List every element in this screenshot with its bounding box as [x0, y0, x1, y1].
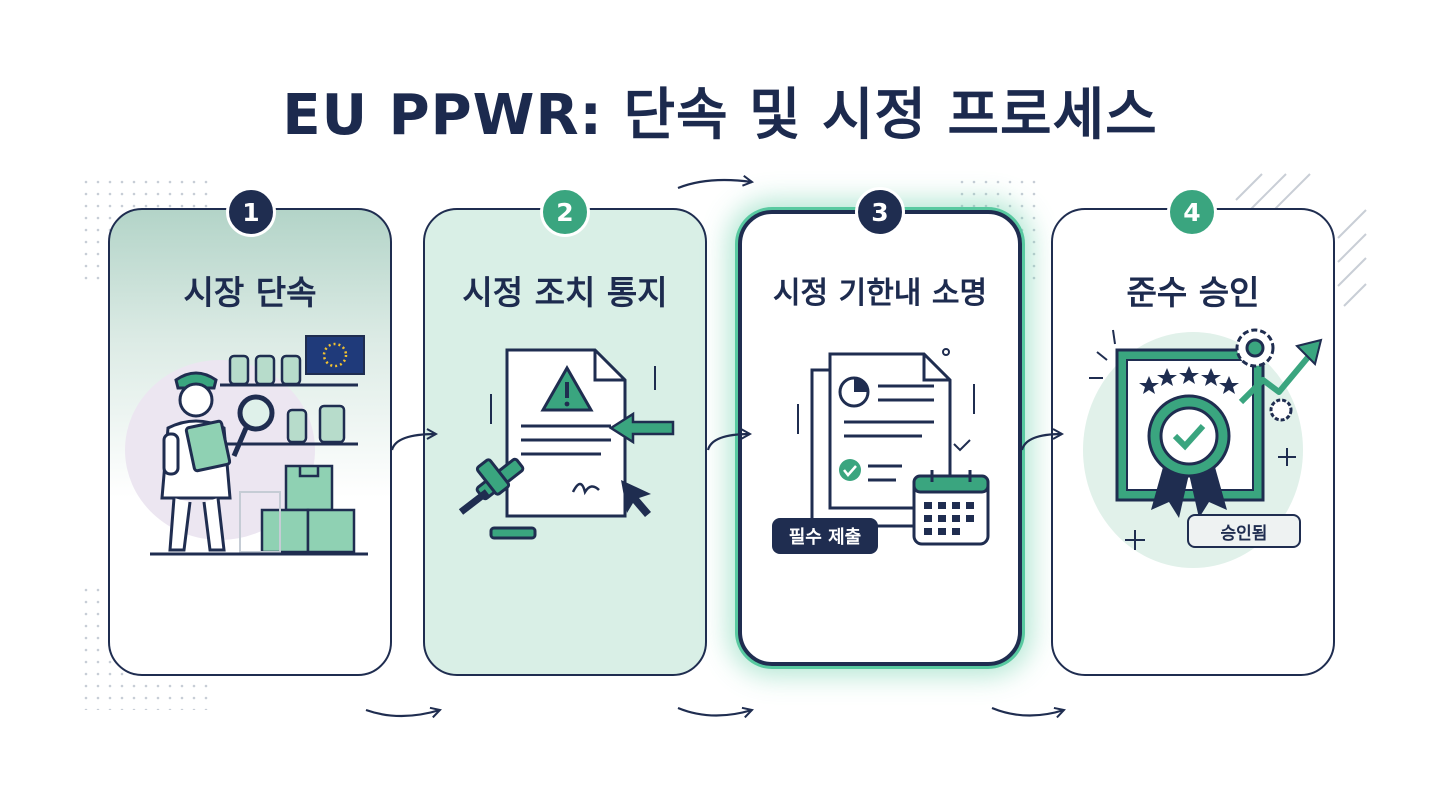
step-1-badge: 1	[226, 187, 276, 237]
cursor-icon	[621, 480, 651, 517]
stars-icon	[1139, 366, 1239, 394]
market-inspection-illustration	[125, 335, 368, 556]
report-document-icon	[828, 352, 952, 510]
step-4-label: 준수 승인	[1126, 273, 1260, 312]
page-title: EU PPWR: 단속 및 시정 프로세스	[282, 83, 1158, 148]
submission-illustration	[797, 348, 990, 546]
arrow-bottom-2	[677, 708, 752, 716]
rosette-check-icon	[1147, 394, 1231, 518]
step-2-label: 시정 조치 통지	[462, 273, 668, 312]
step-3-label: 시정 기한내 소명	[772, 276, 988, 311]
gavel-icon	[458, 457, 537, 540]
gear-icon	[1235, 328, 1293, 422]
compliance-approval-illustration	[1083, 328, 1323, 568]
arrow-2-3	[706, 434, 750, 451]
bottles-icon	[228, 354, 346, 444]
eu-flag-icon	[305, 335, 365, 375]
step-3-badge: 3	[855, 187, 905, 237]
arrow-bottom-3	[991, 708, 1064, 716]
arrow-bottom-1	[365, 710, 440, 716]
step-2-badge: 2	[540, 187, 590, 237]
arrow-top	[677, 180, 752, 190]
boxes-icon	[260, 464, 356, 554]
step-4-badge: 4	[1167, 187, 1217, 237]
approved-tag: 승인됨	[1187, 514, 1301, 548]
magnifier-icon	[231, 394, 275, 457]
inspector-icon	[160, 371, 232, 552]
step-card-2: 시정 조치 통지	[423, 208, 707, 676]
arrow-3-4	[1020, 434, 1062, 451]
calendar-icon	[912, 470, 990, 546]
correction-notice-illustration	[458, 348, 675, 540]
required-submission-tag: 필수 제출	[772, 518, 878, 554]
arrow-1-2	[390, 434, 436, 451]
step-card-4: 준수 승인	[1051, 208, 1335, 676]
step-1-label: 시장 단속	[183, 273, 317, 312]
step-card-1: 시장 단속	[108, 208, 392, 676]
trend-arrow-icon	[1238, 354, 1312, 405]
step-card-3: 시정 기한내 소명	[738, 210, 1022, 666]
